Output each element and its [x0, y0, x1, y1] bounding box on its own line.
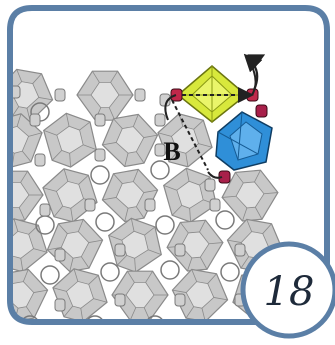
- gray-bead: [95, 149, 105, 161]
- gray-bead: [205, 179, 215, 191]
- gray-bead: [40, 204, 50, 216]
- gray-bead: [175, 294, 185, 306]
- path-label: B: [163, 137, 180, 166]
- gray-bead: [145, 199, 155, 211]
- gray-bead: [95, 114, 105, 126]
- gray-bead: [30, 114, 40, 126]
- gray-bead: [135, 89, 145, 101]
- gray-bead: [55, 249, 65, 261]
- gray-bead: [235, 244, 245, 256]
- step-number: 18: [264, 269, 315, 315]
- gray-bead: [210, 199, 220, 211]
- gray-bead: [55, 89, 65, 101]
- gray-bead: [175, 244, 185, 256]
- gray-bead: [55, 299, 65, 311]
- gray-bead: [115, 294, 125, 306]
- gray-bead: [85, 199, 95, 211]
- step-number-badge: 18: [243, 244, 335, 336]
- gray-bead: [35, 154, 45, 166]
- gray-bead: [155, 114, 165, 126]
- gray-bead: [115, 244, 125, 256]
